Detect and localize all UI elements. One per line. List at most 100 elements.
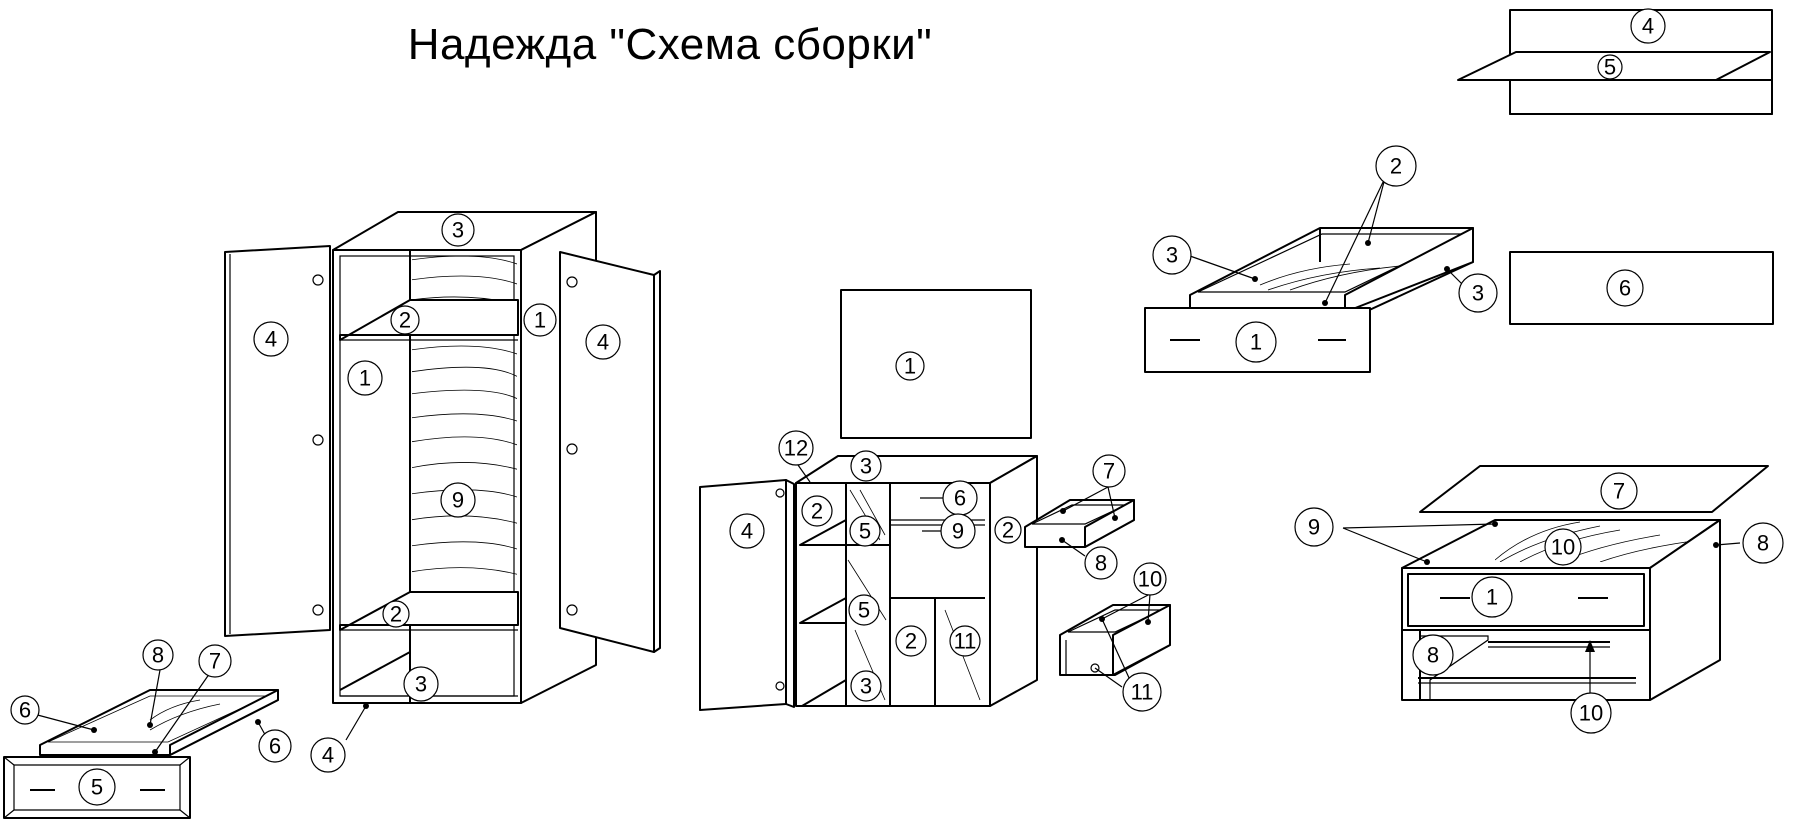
callout: 1: [347, 360, 383, 396]
callout: 9: [1294, 507, 1334, 547]
callout: 8: [1742, 522, 1784, 564]
svg-text:1: 1: [904, 354, 916, 379]
svg-text:4: 4: [265, 327, 277, 352]
svg-text:5: 5: [859, 519, 871, 544]
callout: 2: [382, 600, 410, 628]
callout: 10: [1570, 692, 1612, 734]
svg-text:11: 11: [1131, 680, 1154, 705]
svg-text:1: 1: [359, 366, 371, 391]
callout: 8: [1412, 634, 1454, 676]
callout: 5: [848, 594, 880, 626]
svg-text:5: 5: [1604, 55, 1616, 80]
callout: 2: [801, 495, 833, 527]
callout: 2: [390, 305, 420, 335]
callout: 5: [849, 515, 881, 547]
callout: 6: [258, 729, 292, 763]
callout: 6: [942, 480, 978, 516]
callout: 10: [1544, 528, 1582, 566]
callout: 4: [585, 324, 621, 360]
wardrobe-drawer-drawing: [3, 689, 279, 819]
callout: 1: [1471, 576, 1513, 618]
svg-text:2: 2: [390, 602, 402, 627]
callout: 8: [1084, 546, 1118, 580]
svg-text:8: 8: [1427, 643, 1439, 668]
callout: 6: [1606, 269, 1644, 307]
callout: 3: [850, 670, 882, 702]
drawer-box-drawing: [1059, 604, 1171, 676]
callout: 3: [403, 666, 439, 702]
svg-text:12: 12: [784, 436, 808, 461]
svg-text:8: 8: [1095, 551, 1107, 576]
callout: 6: [10, 695, 40, 725]
svg-text:5: 5: [91, 775, 103, 800]
svg-text:6: 6: [19, 698, 31, 723]
callout: 4: [253, 321, 289, 357]
callout: 5: [1597, 54, 1623, 80]
svg-text:6: 6: [1619, 276, 1631, 301]
svg-text:2: 2: [1390, 154, 1402, 179]
svg-text:3: 3: [415, 672, 427, 697]
svg-text:3: 3: [1472, 281, 1484, 306]
svg-text:4: 4: [741, 519, 753, 544]
svg-text:10: 10: [1551, 535, 1575, 560]
callout: 1: [895, 351, 925, 381]
svg-text:1: 1: [534, 308, 546, 333]
callout: 4: [729, 513, 765, 549]
chest-back-panel: [840, 289, 1032, 439]
svg-text:9: 9: [1308, 515, 1320, 540]
svg-text:9: 9: [452, 488, 464, 513]
svg-text:4: 4: [597, 330, 609, 355]
small-drawer-drawing: [1024, 499, 1135, 548]
svg-text:11: 11: [954, 629, 977, 654]
svg-text:3: 3: [860, 674, 872, 699]
callout: 2: [994, 516, 1022, 544]
shelf-panel-drawing: [1457, 9, 1773, 115]
wardrobe-drawing: [224, 211, 661, 709]
callout: 4: [1630, 8, 1666, 44]
callout: 3: [1152, 235, 1192, 275]
callout: 3: [441, 213, 475, 247]
svg-text:4: 4: [322, 743, 334, 768]
callout: 5: [78, 768, 116, 806]
svg-text:3: 3: [1166, 243, 1178, 268]
svg-text:6: 6: [954, 486, 966, 511]
callout: 11: [949, 625, 981, 657]
nightstand-top-panel: [1419, 465, 1769, 513]
svg-text:10: 10: [1579, 701, 1603, 726]
svg-text:1: 1: [1486, 585, 1498, 610]
callout: 4: [310, 737, 346, 773]
callout: 7: [1600, 472, 1638, 510]
svg-text:7: 7: [1103, 459, 1115, 484]
svg-text:5: 5: [858, 598, 870, 623]
callout: 12: [778, 430, 814, 466]
callout: 2: [895, 625, 927, 657]
upper-drawer-drawing: [1144, 227, 1474, 373]
svg-text:6: 6: [269, 734, 281, 759]
callout: 1: [523, 303, 557, 337]
callout: 3: [1458, 273, 1498, 313]
svg-text:2: 2: [905, 629, 917, 654]
svg-text:8: 8: [152, 643, 164, 668]
svg-text:7: 7: [209, 649, 221, 674]
callout: 3: [850, 450, 882, 482]
callout: 9: [440, 482, 476, 518]
callout: 7: [198, 644, 232, 678]
svg-text:3: 3: [860, 454, 872, 479]
svg-text:10: 10: [1138, 567, 1162, 592]
svg-text:3: 3: [452, 218, 464, 243]
callout: 9: [940, 513, 976, 549]
callout: 2: [1375, 145, 1417, 187]
svg-text:8: 8: [1757, 531, 1769, 556]
callout: 11: [1122, 672, 1162, 712]
svg-text:2: 2: [1002, 518, 1014, 543]
page-title: Надежда "Схема сборки": [407, 20, 933, 69]
svg-text:9: 9: [952, 519, 964, 544]
callout: 1: [1235, 321, 1277, 363]
callout: 8: [142, 639, 174, 671]
svg-text:2: 2: [811, 499, 823, 524]
svg-text:1: 1: [1250, 330, 1262, 355]
callout: 10: [1133, 562, 1167, 596]
svg-text:2: 2: [399, 308, 411, 333]
callout: 7: [1092, 454, 1126, 488]
